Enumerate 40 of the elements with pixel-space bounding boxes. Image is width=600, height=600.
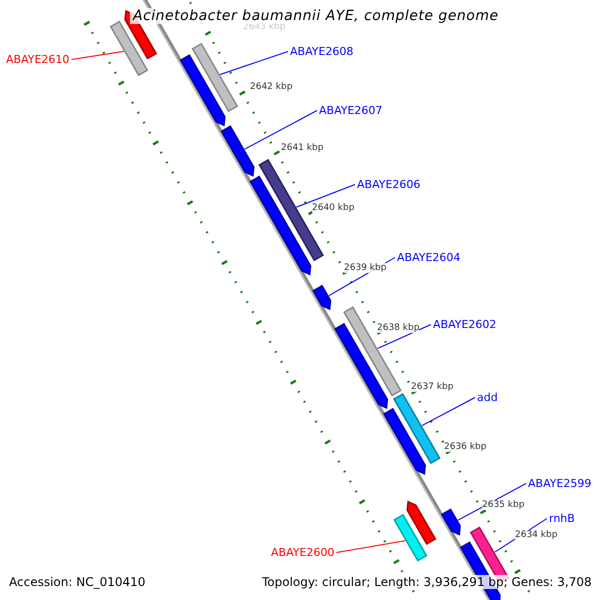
gene-label: ABAYE2599: [528, 477, 592, 490]
gene-label: ABAYE2607: [319, 104, 382, 117]
leader-line: [377, 324, 432, 349]
leader-line: [296, 184, 356, 208]
leader-line: [220, 51, 288, 75]
gene-marker: [383, 408, 426, 475]
gene-label: ABAYE2604: [397, 251, 460, 264]
gene-label: ABAYE2602: [433, 318, 496, 331]
gene-marker: [110, 20, 148, 76]
gene-label: ABAYE2606: [357, 178, 420, 191]
gene-label: add: [477, 391, 498, 404]
genome-info-text: Topology: circular; Length: 3,936,291 bp; Genes: 3,708: [262, 575, 592, 589]
scale-label: 2641 kbp: [281, 143, 324, 153]
scale-label: 2639 kbp: [344, 263, 386, 273]
leader-line: [244, 110, 318, 150]
scale-label: 2637 kbp: [411, 382, 454, 392]
gene-label: rnhB: [549, 512, 575, 525]
gene-label: ABAYE2610: [6, 53, 70, 66]
leader-line: [70, 50, 124, 60]
leader-line: [336, 540, 406, 553]
gene-marker: [406, 500, 436, 546]
scale-label: 2635 kbp: [482, 500, 524, 510]
scale-label: 2638 kbp: [377, 323, 420, 333]
gene-marker: [440, 508, 461, 536]
scale-label: 2640 kbp: [312, 203, 354, 213]
scale-label: 2642 kbp: [250, 82, 292, 92]
leader-line: [422, 397, 476, 426]
gene-marker: [250, 176, 312, 276]
gene-marker: [393, 514, 428, 562]
gene-marker: [192, 42, 238, 112]
gene-marker: [393, 392, 441, 464]
gene-marker: [343, 306, 402, 397]
accession-text: Accession: NC_010410: [9, 575, 146, 589]
gene-label: ABAYE2600: [271, 546, 334, 559]
scale-label: 2634 kbp: [515, 530, 558, 540]
gene-marker: [220, 125, 254, 177]
gene-marker: [180, 54, 226, 126]
gene-marker: [312, 284, 332, 310]
gene-label: ABAYE2608: [290, 45, 354, 58]
scale-label: 2636 kbp: [444, 442, 486, 452]
